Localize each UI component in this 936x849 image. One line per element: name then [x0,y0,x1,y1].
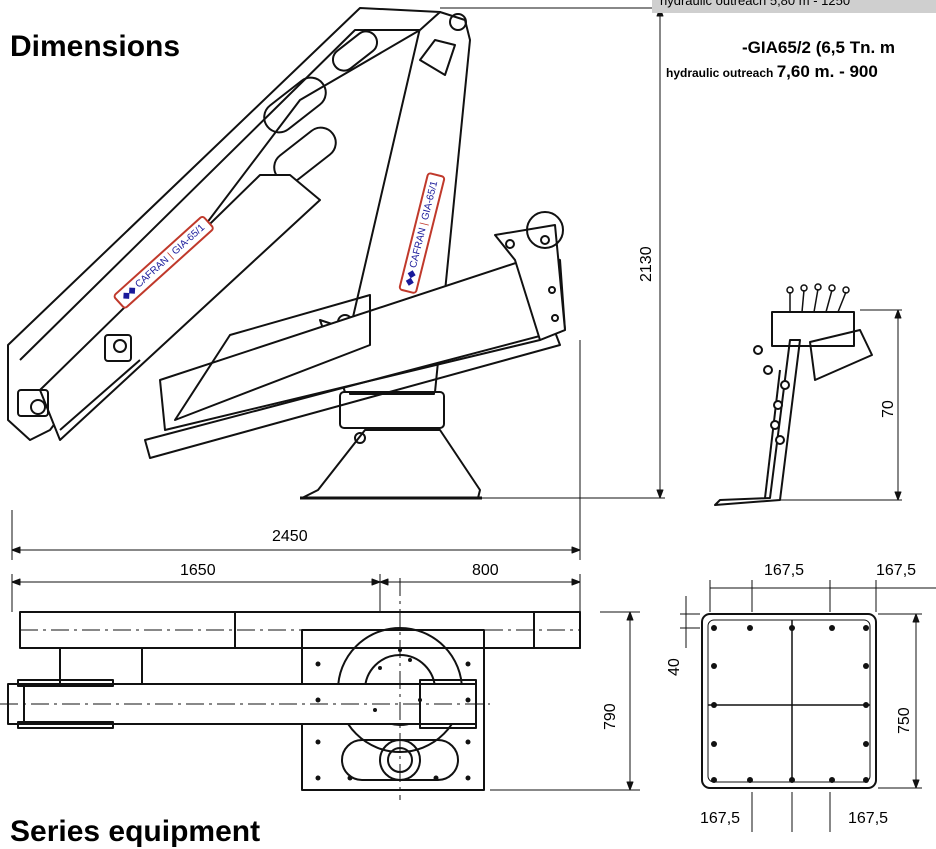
dim-plate-offset: 40 [666,658,683,676]
top-note: hydraulic outreach 5,80 m - 1250 [652,0,936,13]
model-line: -GIA65/2 (6,5 Tn. m [742,38,896,57]
footer-heading: Series equipment [10,815,261,848]
brand-logo-icon: ◆◆ [119,283,139,303]
dim-plate-bottom-right: 167,5 [848,810,889,827]
base-plate [701,613,877,789]
valve-view [714,283,902,506]
boom-ram [39,174,321,441]
control-valve-block [771,311,855,347]
side-view-dimensions [11,7,665,560]
crane-side-view [7,7,566,500]
dim-length-left: 1650 [180,562,216,579]
technical-drawing [0,7,936,832]
dim-valve-height: 70 [880,400,897,418]
dim-height: 2130 [638,246,655,282]
dim-width: 790 [602,703,619,730]
outreach-line: hydraulic outreach 7,60 m. - 900 [666,62,878,82]
base-plate-dimensions [680,580,936,832]
crane-top-view [0,578,581,800]
dim-total-length: 2450 [272,528,308,545]
dim-plate-bottom-left: 167,5 [700,810,741,827]
base-plate-outline [701,613,877,789]
slewing-ring [339,391,445,429]
dim-plate-top-right: 167,5 [876,562,917,579]
dim-plate-top-left: 167,5 [764,562,805,579]
outreach-label: hydraulic outreach [666,66,774,80]
top-view-dimensions [11,574,640,791]
dim-length-right: 800 [472,562,499,579]
dim-plate-height: 750 [896,707,913,734]
valve-leg [714,339,801,506]
outreach-value: 7,60 m. - 900 [776,62,878,81]
brand-logo-icon: ◆◆ [403,269,418,287]
crane-base-cone [301,429,481,499]
page-title: Dimensions [10,30,181,63]
